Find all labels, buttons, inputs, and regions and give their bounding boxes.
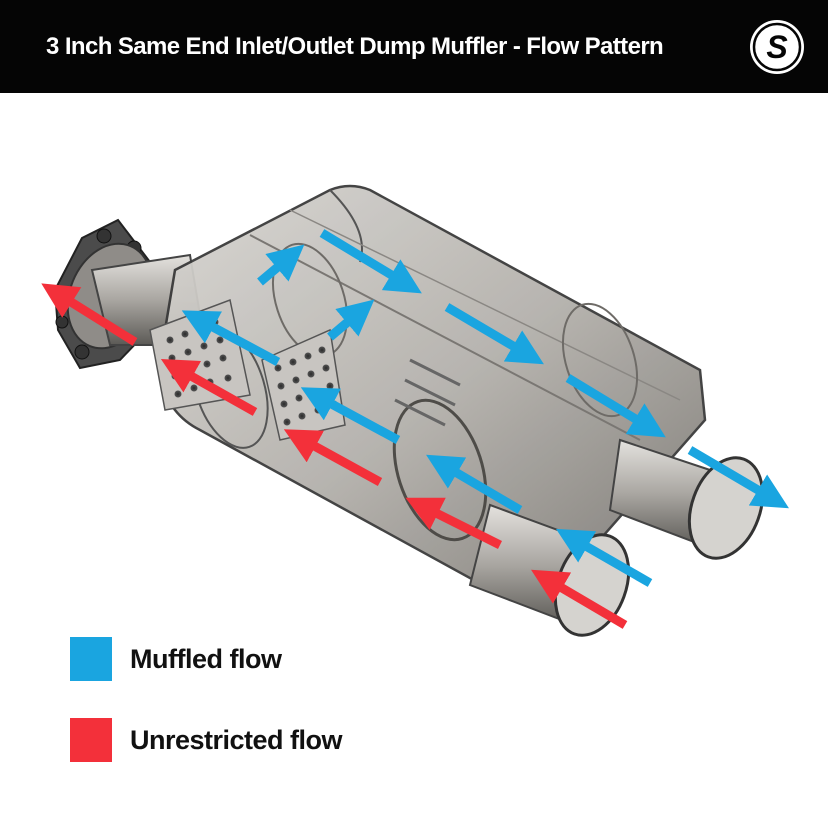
red-arrow-5 xyxy=(41,283,138,346)
red-arrow-4 xyxy=(160,359,258,416)
header-bar: 3 Inch Same End Inlet/Outlet Dump Muffle… xyxy=(0,0,828,93)
red-arrow-3 xyxy=(283,429,383,486)
blue-arrow-10 xyxy=(687,446,789,509)
muffled-flow-arrows xyxy=(181,229,789,587)
blue-arrow-5 xyxy=(327,299,375,341)
unrestricted-flow-arrows xyxy=(41,283,628,629)
page-title: 3 Inch Same End Inlet/Outlet Dump Muffle… xyxy=(46,33,664,60)
legend-label-muffled: Muffled flow xyxy=(130,644,282,674)
outlet-pipe-rear xyxy=(608,438,765,560)
muffler-flow-diagram xyxy=(41,184,789,637)
svg-text:S: S xyxy=(766,29,788,65)
blue-arrow-8 xyxy=(444,303,544,365)
red-arrow-1 xyxy=(531,569,628,629)
blue-arrow-4 xyxy=(181,310,281,366)
blue-arrow-7 xyxy=(319,229,422,294)
brand-s-logo-icon: S xyxy=(750,20,804,74)
blue-arrow-1 xyxy=(555,528,653,587)
blue-arrow-2 xyxy=(426,454,523,514)
blue-arrow-3 xyxy=(300,387,401,444)
red-arrow-2 xyxy=(405,497,503,550)
blue-arrow-9 xyxy=(565,374,666,438)
muffled-swatch xyxy=(70,637,112,681)
blue-arrow-6 xyxy=(257,244,305,286)
unrestricted-swatch xyxy=(70,718,112,762)
legend-label-unrestricted: Unrestricted flow xyxy=(130,725,343,755)
